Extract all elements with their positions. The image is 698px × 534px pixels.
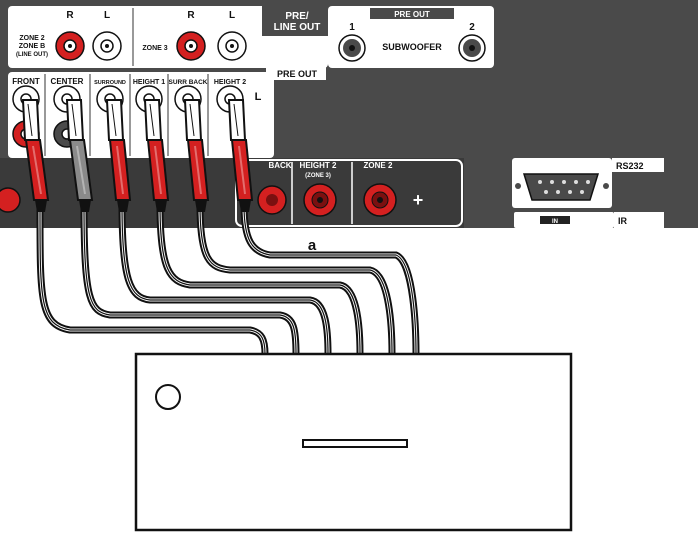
power-indicator-icon	[155, 384, 181, 410]
cables	[36, 201, 420, 358]
pre-line-out-label-2: LINE OUT	[274, 22, 321, 33]
zone2-terminal-label: ZONE 2	[364, 161, 393, 170]
pre-out-l-label: L	[255, 91, 262, 103]
panel-bottom-edge	[0, 228, 698, 232]
zone2-r-jack	[55, 31, 85, 61]
zone2-l-jack	[92, 31, 122, 61]
channel-label-3: HEIGHT 1	[133, 79, 165, 86]
rs232-port-block: RS232	[512, 158, 664, 208]
zone2-label: ZONE 2	[19, 35, 44, 42]
zone2-binding-post	[363, 183, 397, 217]
sub-ch2-label: 2	[469, 22, 475, 33]
zone3-label: ZONE 3	[142, 45, 167, 52]
rca-plug-4	[183, 99, 210, 212]
rca-plug-1	[65, 99, 94, 212]
channel-label-1: CENTER	[51, 77, 84, 86]
zone3-r-label: R	[187, 10, 195, 21]
rca-plug-3	[143, 99, 170, 212]
pre-line-out-block: PRE/ LINE OUT ZONE 2 ZONE B (LINE OUT) R…	[8, 6, 328, 68]
subwoofer-2-jack	[458, 34, 486, 62]
left-binding-post	[0, 187, 21, 213]
subwoofer-1-jack	[338, 34, 366, 62]
back-terminal-label: BACK	[268, 161, 291, 170]
zone3-l-jack	[217, 31, 247, 61]
ir-in-label: IN	[552, 219, 558, 225]
pre-out-main-label: PRE OUT	[277, 69, 318, 79]
sub-pre-out-label: PRE OUT	[394, 10, 430, 19]
pre-line-out-label-1: PRE/	[285, 11, 309, 22]
rca-plug-0	[21, 99, 50, 212]
channel-label-2: SURROUND	[94, 80, 126, 86]
rca-plugs	[21, 99, 254, 212]
back-binding-post	[257, 185, 287, 215]
callout-a: a	[308, 237, 317, 254]
subwoofer-pre-out-block: PRE OUT 1 2 SUBWOOFER	[328, 6, 494, 68]
zone2-l-label: L	[104, 10, 110, 21]
channel-label-0: FRONT	[12, 77, 40, 86]
rca-plug-2	[105, 99, 132, 212]
height2-binding-post	[303, 183, 337, 217]
zoneb-label: ZONE B	[19, 43, 45, 50]
zone3-r-jack	[176, 31, 206, 61]
rs232-label: RS232	[616, 161, 644, 171]
zone3-terminal-label: (ZONE 3)	[305, 173, 331, 179]
line-out-label: (LINE OUT)	[16, 52, 48, 58]
sub-ch1-label: 1	[349, 22, 355, 33]
external-amplifier	[134, 352, 573, 532]
channel-label-5: HEIGHT 2	[214, 79, 246, 86]
channel-label-4: SURR BACK	[169, 79, 208, 86]
height2-terminal-label: HEIGHT 2	[300, 161, 337, 170]
subwoofer-label: SUBWOOFER	[382, 42, 442, 52]
rs232-connector	[522, 173, 600, 201]
zone2-r-label: R	[66, 10, 74, 21]
display-slot	[302, 439, 408, 448]
zone3-l-label: L	[229, 10, 235, 21]
plus-symbol: +	[413, 190, 424, 210]
ir-label: IR	[618, 216, 628, 226]
speaker-terminal-strip: BACK HEIGHT 2 (ZONE 3) ZONE 2 +	[0, 158, 464, 228]
ir-port-block: IN IR	[514, 212, 664, 228]
rca-plug-5	[227, 99, 254, 212]
